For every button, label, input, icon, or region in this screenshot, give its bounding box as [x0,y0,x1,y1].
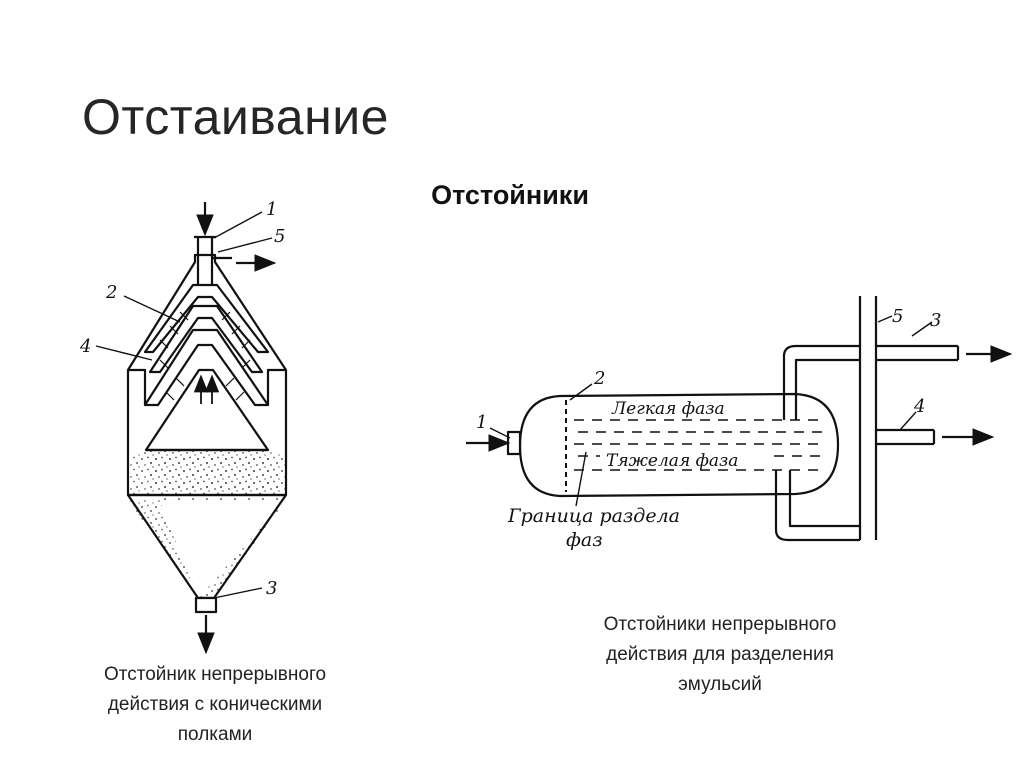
leader-2 [123,295,181,323]
conical-settler-diagram [95,202,288,655]
slide-subtitle: Отстойники [0,180,1024,211]
leader-3 [213,587,263,599]
interface-label-line2: фаз [566,529,603,551]
leader-interface [575,451,587,507]
leader-r3 [911,321,933,337]
left-callouts: 1 5 2 4 3 [79,199,285,599]
subtitle-text: Отстойники [431,180,589,210]
shelf-middle [148,304,264,374]
callout-3: 3 [266,578,277,599]
leader-4 [95,345,153,361]
leader-1 [213,211,263,239]
shelf-outer [143,283,270,354]
light-phase-pipe [782,344,860,420]
callout-r5: 5 [892,306,903,327]
right-labels: 1 2 5 3 4 Легкая фаза Тяжелая фаза Грани… [476,306,941,551]
shelf-hatching [159,311,251,401]
emulsion-separator-diagram [466,296,1013,542]
side-collectors [128,368,286,405]
callout-r2: 2 [593,368,605,389]
callout-1: 1 [266,199,277,220]
phase-interface [574,419,826,471]
inlet-nozzle [506,430,522,456]
leader-5 [217,237,273,253]
sediment-zone-upper [128,447,286,497]
heavy-phase-label: Тяжелая фаза [606,451,738,471]
leader-r4 [899,411,917,431]
light-phase-label: Легкая фаза [611,399,725,419]
light-phase-outlet [876,344,960,362]
callout-2: 2 [105,282,117,303]
callout-5: 5 [274,226,285,247]
heavy-phase-pipe [774,470,860,542]
discharge-nozzle [194,596,218,614]
callout-r1: 1 [476,412,487,433]
left-diagram-caption: Отстойник непрерывного действия с кониче… [103,664,327,745]
vessel-outline [126,253,288,497]
leader-r2 [569,383,593,401]
callout-r3: 3 [930,310,941,331]
riser-pipe [858,296,878,540]
callout-4: 4 [79,336,91,357]
slide-title: Отстаивание [82,89,389,145]
right-diagram-caption: Отстойники непрерывного действия для раз… [603,614,837,695]
callout-r4: 4 [913,396,925,417]
interface-label-line1: Граница раздела [507,505,680,527]
leader-r1 [489,427,511,439]
shelf-inner [143,328,270,407]
leader-r5 [877,315,893,323]
heavy-phase-outlet [876,428,936,446]
